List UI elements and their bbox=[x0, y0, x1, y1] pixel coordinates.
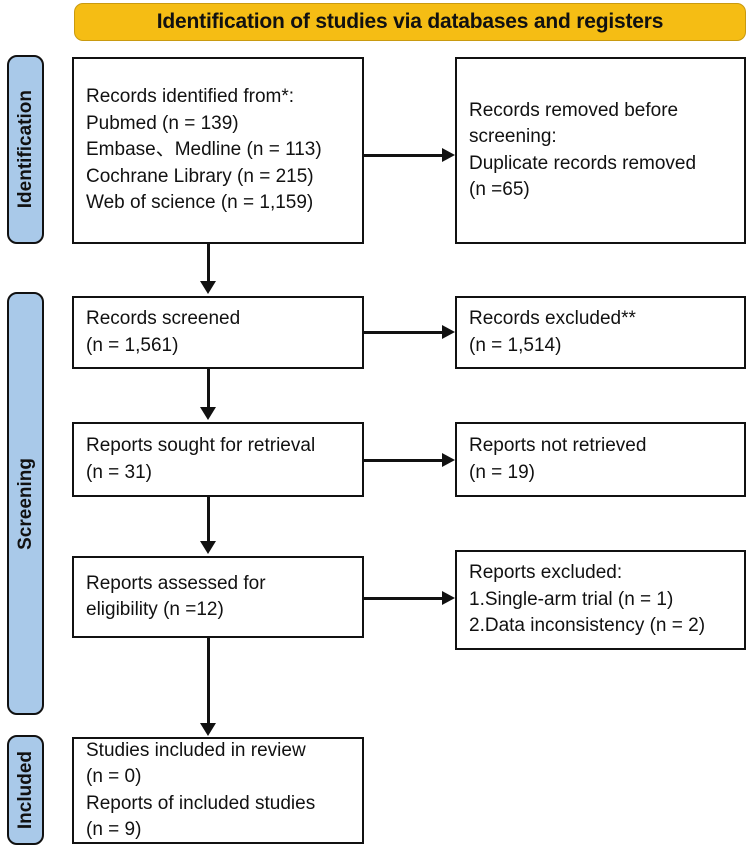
box-line: (n = 0) bbox=[86, 766, 142, 787]
box-line: Reports excluded: bbox=[469, 562, 623, 584]
connector-screened-to-sought bbox=[207, 369, 210, 409]
box-line: Reports of included studies bbox=[86, 792, 316, 814]
stage-tab-included: Included bbox=[7, 735, 44, 845]
box-reports-excluded: Reports excluded: 1.Single-arm trial (n … bbox=[455, 550, 746, 650]
box-line: Records screened bbox=[86, 308, 241, 329]
arrowhead-screened-to-sought bbox=[199, 407, 216, 420]
box-records-screened: Records screened (n = 1,561) bbox=[72, 296, 364, 369]
box-line: Web of science (n = 1,159) bbox=[86, 192, 314, 214]
diagram-header-banner: Identification of studies via databases … bbox=[74, 3, 746, 41]
box-line: (n = 9) bbox=[86, 819, 142, 840]
box-line: Reports sought for retrieval bbox=[86, 435, 316, 456]
connector-identified-to-removed bbox=[364, 154, 442, 157]
box-records-excluded: Records excluded** (n = 1,514) bbox=[455, 296, 746, 369]
arrowhead-assessed-to-included bbox=[199, 723, 216, 736]
box-line: Cochrane Library (n = 215) bbox=[86, 165, 314, 187]
box-line: (n = 31) bbox=[86, 461, 153, 483]
arrowhead-assessed-to-reportsexcluded bbox=[442, 591, 455, 605]
box-line: (n =65) bbox=[469, 179, 530, 200]
stage-tab-identification-label: Identification bbox=[14, 90, 36, 209]
arrowhead-sought-to-assessed bbox=[199, 541, 216, 554]
stage-tab-identification: Identification bbox=[7, 55, 44, 244]
box-records-removed-before-screening: Records removed before screening: Duplic… bbox=[455, 57, 746, 244]
connector-assessed-to-included bbox=[207, 638, 210, 725]
box-reports-not-retrieved: Reports not retrieved (n = 19) bbox=[455, 422, 746, 497]
arrowhead-identified-to-removed bbox=[442, 148, 455, 162]
box-line: 1.Single-arm trial (n = 1) bbox=[469, 588, 674, 610]
box-line: Duplicate records removed bbox=[469, 152, 697, 174]
box-line: Records removed before bbox=[469, 99, 679, 121]
stage-tab-included-label: Included bbox=[14, 750, 36, 830]
box-reports-sought-for-retrieval: Reports sought for retrieval (n = 31) bbox=[72, 422, 364, 497]
connector-sought-to-assessed bbox=[207, 497, 210, 543]
box-line: (n = 19) bbox=[469, 461, 536, 483]
connector-assessed-to-reportsexcluded bbox=[364, 597, 442, 600]
box-studies-included-in-review: Studies included in review (n = 0) Repor… bbox=[72, 737, 364, 844]
connector-identified-to-screened bbox=[207, 244, 210, 283]
box-line: screening: bbox=[469, 126, 557, 147]
box-line: (n = 1,514) bbox=[469, 334, 562, 356]
box-line: Pubmed (n = 139) bbox=[86, 112, 239, 134]
box-line: Records identified from*: bbox=[86, 86, 295, 108]
box-reports-assessed-for-eligibility: Reports assessed for eligibility (n =12) bbox=[72, 556, 364, 638]
arrowhead-sought-to-notretrieved bbox=[442, 453, 455, 467]
box-line: (n = 1,561) bbox=[86, 334, 179, 356]
stage-tab-screening-label: Screening bbox=[14, 457, 36, 550]
box-line: Reports assessed for bbox=[86, 572, 266, 594]
arrowhead-screened-to-excluded bbox=[442, 325, 455, 339]
box-line: Reports not retrieved bbox=[469, 435, 647, 456]
diagram-title: Identification of studies via databases … bbox=[156, 10, 664, 33]
box-line: 2.Data inconsistency (n = 2) bbox=[469, 615, 706, 637]
arrowhead-identified-to-screened bbox=[199, 281, 216, 294]
box-line: Studies included in review bbox=[86, 739, 306, 761]
box-line: eligibility (n =12) bbox=[86, 599, 224, 620]
connector-screened-to-excluded bbox=[364, 331, 442, 334]
box-line: Embase、Medline (n = 113) bbox=[86, 139, 322, 161]
box-records-identified: Records identified from*: Pubmed (n = 13… bbox=[72, 57, 364, 244]
stage-tab-screening: Screening bbox=[7, 292, 44, 715]
connector-sought-to-notretrieved bbox=[364, 459, 442, 462]
box-line: Records excluded** bbox=[469, 308, 636, 329]
